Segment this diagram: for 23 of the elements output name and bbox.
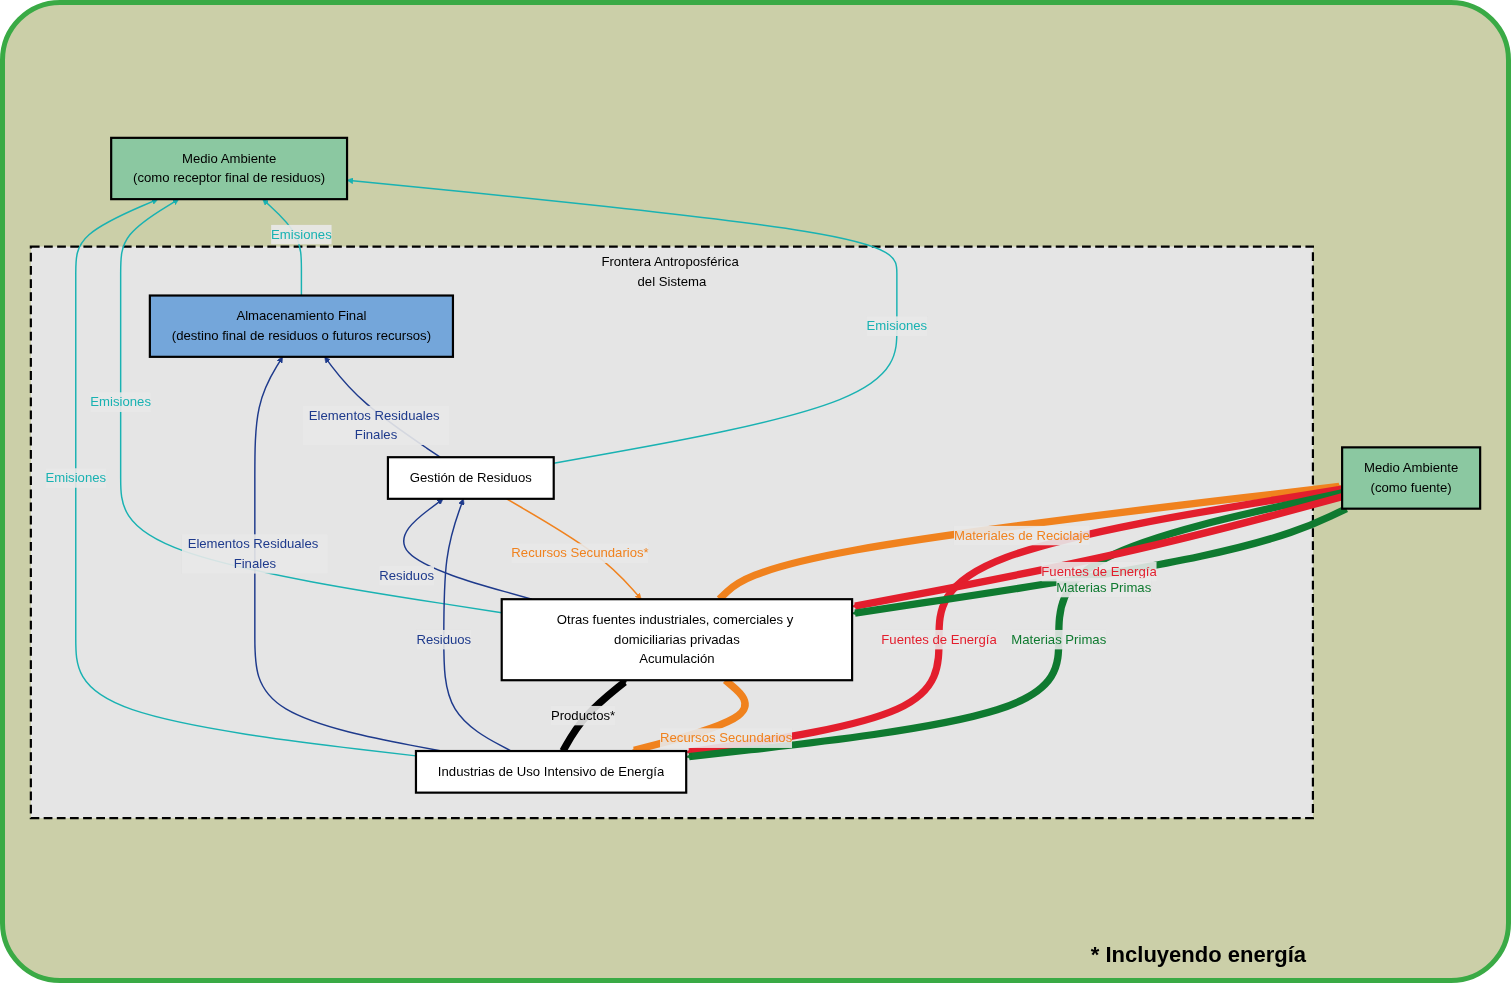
- node-box: Industrias de Uso Intensivo de Energía: [414, 750, 688, 795]
- edge-label: Emisiones: [45, 470, 107, 486]
- edge-label: Elementos Residuales Finales: [308, 408, 440, 443]
- edge-label: Productos*: [550, 708, 616, 724]
- edge-label: Materias Primas: [1011, 632, 1107, 648]
- edge-label: Emisiones: [271, 227, 332, 242]
- edge-label: Residuos: [416, 632, 472, 648]
- node-box: Medio Ambiente (como fuente): [1341, 446, 1482, 511]
- footnote: * Incluyendo energía: [1090, 942, 1306, 968]
- edge-label: Residuos: [379, 568, 435, 584]
- edge-label: Emisiones: [90, 394, 151, 410]
- edge-label: Materiales de Reciclaje: [953, 528, 1090, 543]
- node-box: Otras fuentes industriales, comerciales y domiciliarias privadas Acumulación: [500, 598, 854, 682]
- edge-label: Elementos Residuales Finales: [187, 536, 319, 572]
- edge-label: Recursos Secundarios: [660, 730, 793, 746]
- edge-label: Materias Primas: [1056, 580, 1152, 596]
- node-box: Medio Ambiente (como receptor final de residuos): [110, 137, 349, 201]
- edge-label: Recursos Secundarios*: [511, 546, 649, 561]
- edge-label: Fuentes de Energía: [1041, 564, 1157, 580]
- node-box: Gestión de Residuos: [386, 456, 555, 501]
- edge-label: Emisiones: [866, 319, 928, 334]
- node-box: Almacenamiento Final (destino final de residuos o futuros recursos): [148, 294, 455, 359]
- edge-label: Fuentes de Energía: [881, 632, 997, 648]
